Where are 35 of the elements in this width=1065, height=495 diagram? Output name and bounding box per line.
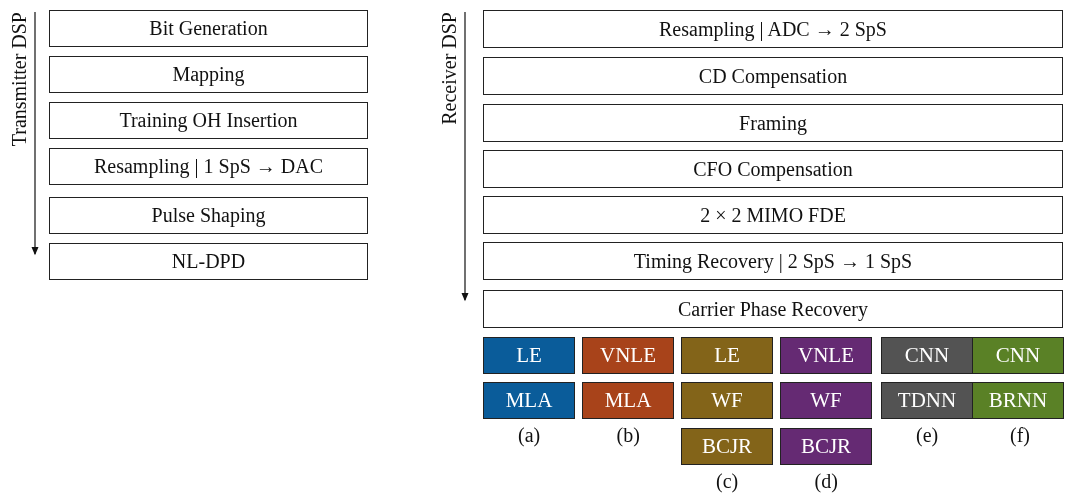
algorithm-block: WF: [681, 382, 773, 419]
process-block: Pulse Shaping: [49, 197, 368, 234]
algorithm-block: MLA: [483, 382, 575, 419]
algorithm-block: BRNN: [972, 382, 1064, 419]
algorithm-block: LE: [483, 337, 575, 374]
process-block: Training OH Insertion: [49, 102, 368, 139]
process-block: Resampling | 1 SpS → DAC: [49, 148, 368, 185]
algorithm-block: CNN: [881, 337, 973, 374]
process-block: Mapping: [49, 56, 368, 93]
axis-label: Receiver DSP: [438, 12, 461, 125]
algorithm-block: LE: [681, 337, 773, 374]
subfigure-label: (f): [1010, 424, 1030, 447]
process-block: Resampling | ADC → 2 SpS: [483, 10, 1063, 48]
process-block: CFO Compensation: [483, 150, 1063, 188]
algorithm-block: MLA: [582, 382, 674, 419]
subfigure-label: (d): [814, 470, 838, 493]
axis-label: Transmitter DSP: [8, 12, 31, 147]
algorithm-block: WF: [780, 382, 872, 419]
algorithm-block: BCJR: [681, 428, 773, 465]
algorithm-block: CNN: [972, 337, 1064, 374]
algorithm-block: TDNN: [881, 382, 973, 419]
process-block: Timing Recovery | 2 SpS → 1 SpS: [483, 242, 1063, 280]
algorithm-block: BCJR: [780, 428, 872, 465]
process-block: NL-DPD: [49, 243, 368, 280]
subfigure-label: (e): [916, 424, 939, 447]
subfigure-label: (c): [716, 470, 739, 493]
process-block: CD Compensation: [483, 57, 1063, 95]
algorithm-block: VNLE: [582, 337, 674, 374]
algorithm-block: VNLE: [780, 337, 872, 374]
process-block: 2 × 2 MIMO FDE: [483, 196, 1063, 234]
subfigure-label: (b): [616, 424, 640, 447]
process-block: Bit Generation: [49, 10, 368, 47]
subfigure-label: (a): [518, 424, 541, 447]
process-block: Framing: [483, 104, 1063, 142]
process-block: Carrier Phase Recovery: [483, 290, 1063, 328]
